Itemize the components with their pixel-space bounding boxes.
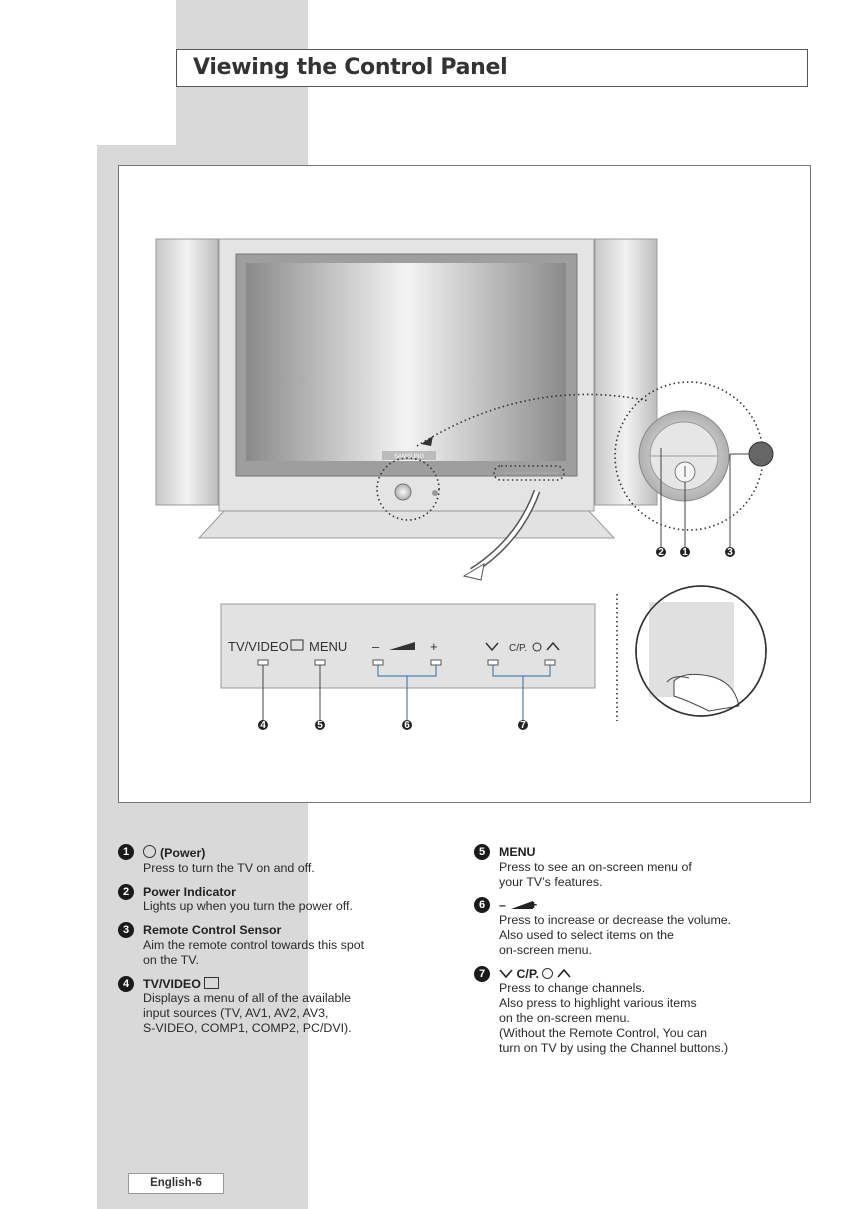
tv-illustration: SAMSUNG 2 1 3 (155, 238, 774, 731)
item-description: Press to increase or decrease the volume… (499, 913, 732, 957)
item-description: Lights up when you turn the power off. (143, 899, 353, 914)
item-title: MENU (499, 845, 536, 859)
callout-2 (656, 547, 666, 557)
channel-up-button[interactable] (544, 659, 556, 666)
item-title: TV/VIDEO (143, 976, 201, 991)
volume-down-button[interactable] (372, 659, 384, 666)
panel-label-menu: MENU (309, 639, 347, 654)
svg-text:3: 3 (727, 547, 733, 558)
item-number: 7 (474, 965, 490, 982)
panel-label-vol-minus: – (372, 639, 380, 654)
callout-3 (725, 547, 735, 557)
front-sensor (432, 490, 438, 496)
list-item: 1 (Power) Press to turn the TV on and of… (118, 844, 458, 876)
menu-button[interactable] (314, 659, 326, 666)
svg-text:7: 7 (520, 720, 526, 731)
item-description: Press to turn the TV on and off. (143, 860, 315, 875)
callout-4 (258, 720, 268, 730)
item-description: Press to change channels. Also press to … (499, 981, 729, 1055)
item-title: – + (499, 898, 538, 913)
item-number: 5 (474, 844, 490, 860)
channel-up-icon (557, 968, 571, 978)
volume-wedge-icon (511, 901, 533, 910)
item-description: Press to see an on-screen menu of your T… (499, 859, 692, 889)
brand-logo: SAMSUNG (394, 454, 425, 460)
list-item: 7 C/P. Press to change channels. Also pr… (474, 965, 814, 1056)
power-symbol-icon (542, 967, 554, 979)
brand-plate (382, 451, 436, 460)
power-symbol-icon (532, 642, 542, 652)
item-title: C/P. (516, 966, 539, 981)
channel-up-icon (546, 641, 560, 651)
list-item: 3 Remote Control Sensor Aim the remote c… (118, 922, 458, 967)
item-number: 6 (474, 897, 490, 914)
svg-text:1: 1 (682, 547, 688, 558)
item-number: 3 (118, 922, 134, 939)
item-number: 1 (118, 844, 134, 860)
svg-text:4: 4 (260, 720, 266, 731)
button-row-highlight (493, 465, 565, 481)
source-icon (203, 976, 219, 989)
power-symbol-icon (143, 845, 156, 858)
item-number: 4 (118, 975, 134, 992)
callout-7 (518, 720, 528, 730)
source-icon (290, 639, 304, 651)
list-item: 5 MENU Press to see an on-screen menu of… (474, 844, 814, 889)
item-description: Aim the remote control towards this spot… (143, 937, 365, 967)
volume-wedge-icon (389, 642, 415, 650)
tv-stand (197, 510, 616, 539)
callout-5 (315, 720, 325, 730)
tv-screen (246, 263, 566, 461)
page-number-badge: English-6 (128, 1173, 224, 1194)
power-area-highlight (376, 457, 440, 521)
panel-label-tv-video: TV/VIDEO (228, 639, 289, 654)
description-column-left: 1 (Power) Press to turn the TV on and of… (118, 844, 458, 1045)
item-number: 2 (118, 883, 134, 900)
item-title: (Power) (160, 846, 206, 860)
page-title-box: Viewing the Control Panel (176, 49, 808, 87)
channel-down-icon (499, 969, 513, 978)
page-title: Viewing the Control Panel (193, 55, 508, 80)
panel-label-vol-plus: + (430, 639, 438, 654)
callout-1 (680, 547, 690, 557)
hand-illustration (673, 673, 740, 712)
list-item: 6 – + Press to increase or decrease the … (474, 897, 814, 957)
item-description: Displays a menu of all of the available … (143, 991, 352, 1035)
svg-text:5: 5 (317, 720, 323, 731)
control-panel-figure: SAMSUNG 2 1 3 (118, 165, 811, 803)
tv-video-button[interactable] (257, 659, 269, 666)
panel-label-channel: C/P. (509, 643, 527, 654)
item-title: Power Indicator (143, 884, 236, 899)
channel-down-button[interactable] (487, 659, 499, 666)
svg-text:6: 6 (404, 720, 410, 731)
description-column-right: 5 MENU Press to see an on-screen menu of… (474, 844, 814, 1064)
callout-6 (402, 720, 412, 730)
list-item: 4 TV/VIDEO Displays a menu of all of the… (118, 975, 458, 1036)
front-power-button[interactable] (394, 483, 412, 501)
volume-up-button[interactable] (430, 659, 442, 666)
item-title: Remote Control Sensor (143, 923, 282, 938)
svg-text:2: 2 (658, 547, 664, 558)
channel-down-icon (485, 642, 499, 652)
remote-sensor (748, 441, 774, 467)
list-item: 2 Power Indicator Lights up when you tur… (118, 883, 458, 915)
left-speaker (155, 238, 219, 506)
